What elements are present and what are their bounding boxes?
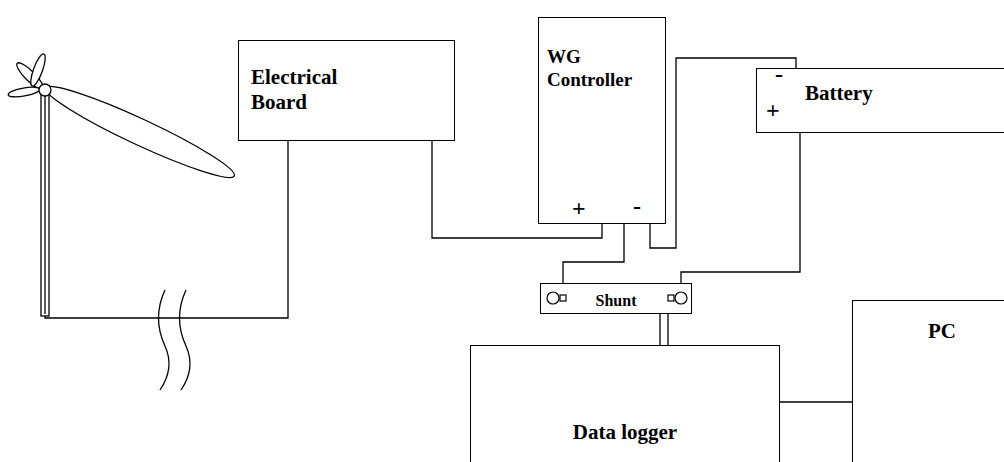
wire [659,314,660,345]
tower-line [44,96,45,314]
wire [681,133,800,283]
box-title: Data logger [573,420,677,445]
component-box: Battery [756,68,1004,133]
box-title: Battery [805,81,873,106]
terminal-polarity: + [766,98,780,122]
cable-break-mark [159,290,170,390]
wire [780,401,852,402]
wind-turbine [8,52,240,316]
component-box: Data logger [470,345,780,462]
component-box: WG Controller [538,17,666,224]
wire [667,314,668,345]
terminal [547,292,559,304]
component-box: PC [852,300,1004,462]
terminal-pad [560,295,566,301]
long-blade [40,76,240,187]
wire [563,224,624,283]
turbine-cable [45,141,288,318]
small-blade [28,52,48,87]
box-title: Shunt [596,291,637,310]
component-box: Shunt [540,283,692,314]
box-title: Electrical Board [251,65,371,115]
box-title: WG Controller [547,46,655,92]
terminal-polarity: + [572,196,586,220]
wire [650,58,796,248]
component-box: Electrical Board [238,40,455,141]
small-blade [8,85,41,98]
terminal-polarity: - [775,62,783,86]
terminal-pad [668,295,674,301]
cable-break-mark [180,290,191,390]
box-title: PC [928,319,956,344]
terminal-polarity: - [633,194,641,218]
terminal [675,292,687,304]
turbine-tower [41,92,49,316]
turbine-hub [39,84,51,96]
